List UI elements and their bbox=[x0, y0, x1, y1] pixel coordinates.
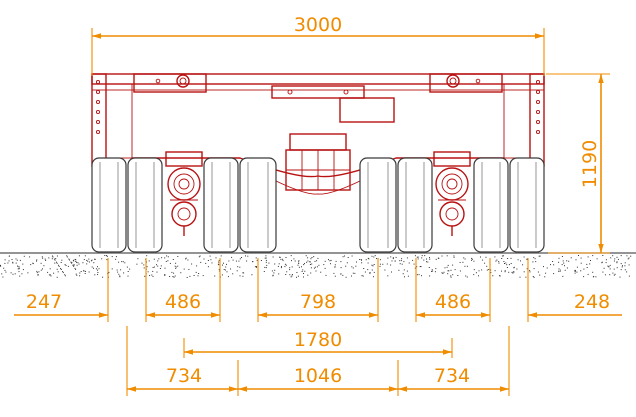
dim-label-track-left: 734 bbox=[166, 365, 202, 387]
dim-row-3: 734 1046 734 bbox=[127, 365, 509, 392]
ground bbox=[0, 252, 636, 278]
ground-texture bbox=[0, 255, 632, 278]
dim-overall-height: 1190 bbox=[546, 73, 610, 254]
dim-label-wheel-inner: 1780 bbox=[294, 329, 342, 351]
dim-label-outer-left: 247 bbox=[26, 291, 62, 313]
right-hub bbox=[433, 151, 471, 236]
dim-label-outer-right: 248 bbox=[574, 291, 610, 313]
dim-extension-lines bbox=[107, 258, 529, 396]
tyre bbox=[91, 157, 127, 253]
dim-label-track-right: 734 bbox=[434, 365, 470, 387]
left-hub bbox=[165, 151, 203, 236]
tyre bbox=[203, 157, 239, 253]
dim-row-1: 247 486 798 486 248 bbox=[14, 291, 622, 318]
dim-overall-width: 3000 bbox=[91, 14, 545, 76]
dimensions: 3000 1190 247 bbox=[14, 14, 622, 396]
dim-label-overall-height: 1190 bbox=[579, 140, 601, 188]
tyre bbox=[239, 157, 277, 253]
side-post-holes bbox=[95, 79, 541, 135]
tyres bbox=[91, 157, 545, 253]
dim-label-right-pair: 486 bbox=[435, 291, 471, 313]
tyre bbox=[359, 157, 397, 253]
tyre bbox=[397, 157, 433, 253]
tyre bbox=[509, 157, 545, 253]
tyre bbox=[473, 157, 509, 253]
dim-label-track-center: 1046 bbox=[294, 365, 342, 387]
dim-row-2: 1780 bbox=[184, 329, 452, 355]
dim-label-overall-width: 3000 bbox=[294, 14, 342, 36]
dim-label-center-gap: 798 bbox=[300, 291, 336, 313]
dim-label-left-pair: 486 bbox=[165, 291, 201, 313]
tyre bbox=[127, 157, 163, 253]
